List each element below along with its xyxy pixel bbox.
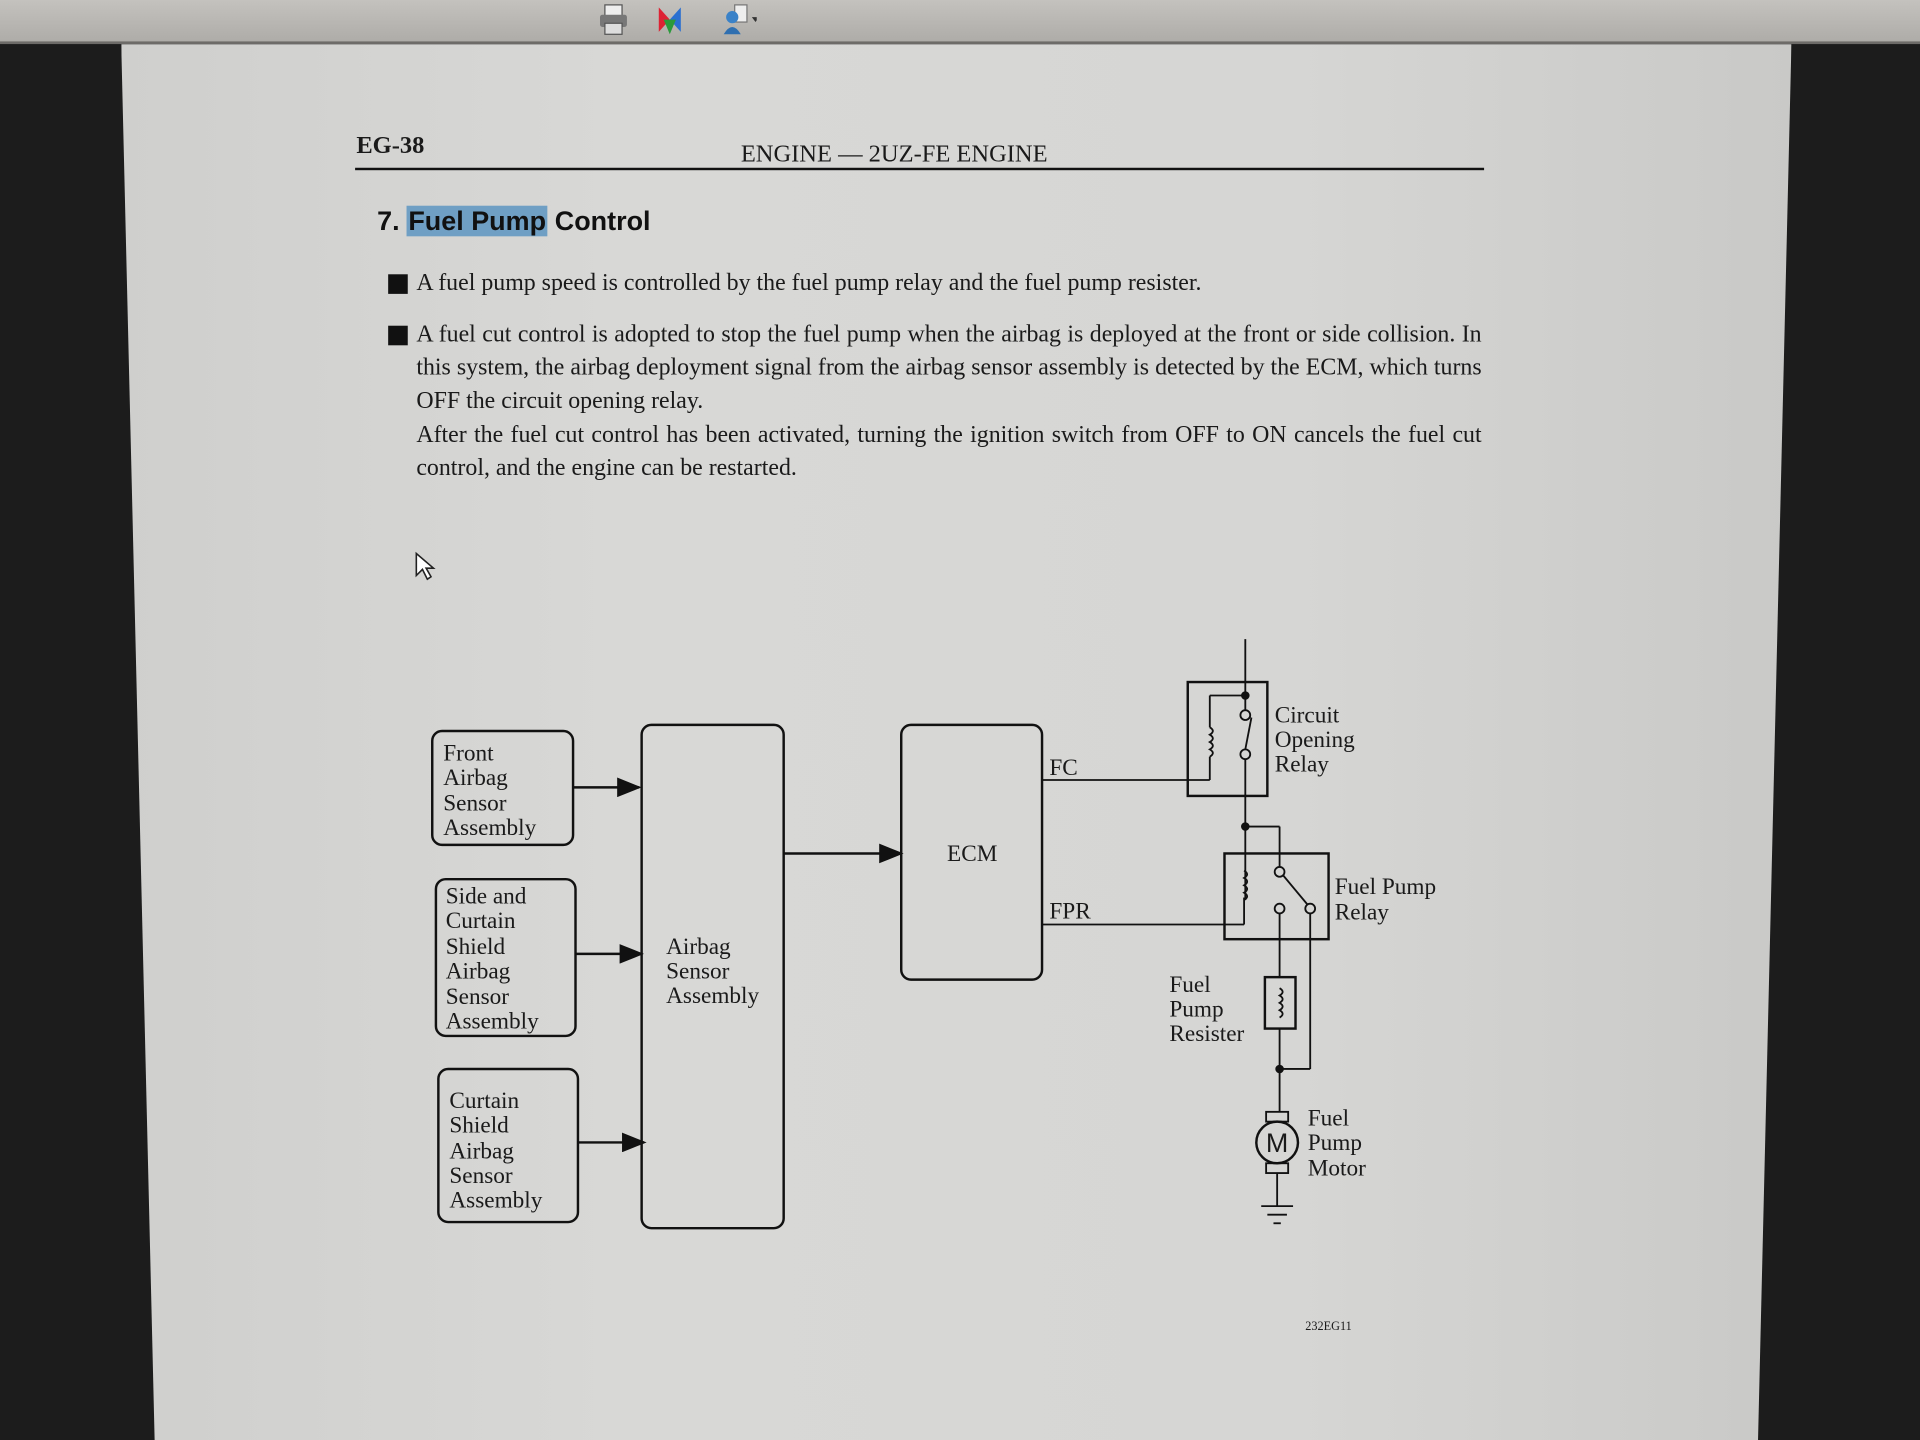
fuel-pump-resister-label: Fuel Pump Resister — [1169, 972, 1244, 1047]
label-line: Airbag — [666, 934, 731, 960]
section-heading: 7. Fuel Pump Control — [377, 205, 651, 238]
collaborate-icon[interactable] — [651, 2, 688, 36]
header-rule — [355, 167, 1485, 171]
fuel-pump-relay-label: Fuel Pump Relay — [1335, 874, 1436, 926]
label-line: Airbag — [446, 958, 511, 984]
label-line: Fuel — [1308, 1105, 1349, 1131]
resister-box — [1263, 975, 1297, 1030]
label-line: Circuit — [1275, 702, 1340, 728]
label-line: Assembly — [443, 815, 536, 841]
label-line: Resister — [1169, 1021, 1244, 1047]
junction-dots — [1241, 691, 1284, 1074]
bullet-text: A fuel cut control is adopted to stop th… — [416, 322, 1482, 415]
front-sensor-label: Front Airbag Sensor Assembly — [443, 740, 536, 841]
label-line: Motor — [1308, 1156, 1366, 1182]
mouse-cursor-icon — [415, 551, 436, 581]
label-line: Pump — [1308, 1130, 1362, 1156]
label-line: Curtain — [446, 908, 516, 934]
label-line: Relay — [1275, 751, 1330, 777]
printer-icon[interactable] — [595, 2, 632, 36]
label-line: Pump — [1169, 996, 1223, 1022]
highlighted-text[interactable]: Fuel Pump — [407, 205, 548, 237]
label-line: Fuel Pump — [1335, 874, 1436, 900]
label-line: Shield — [446, 934, 506, 960]
label-line: Airbag — [443, 765, 508, 791]
curtain-sensor-box — [437, 1067, 580, 1224]
bullet-square-icon — [388, 325, 408, 346]
label-line: Fuel — [1169, 972, 1210, 998]
side-sensor-box — [434, 877, 577, 1038]
label-line: Opening — [1275, 727, 1355, 753]
label-line: Front — [443, 740, 494, 766]
side-sensor-label: Side and Curtain Shield Airbag Sensor As… — [446, 884, 539, 1035]
label-line: Airbag — [449, 1138, 514, 1164]
share-device-icon[interactable] — [720, 2, 757, 36]
label-line: Sensor — [449, 1163, 513, 1189]
label-line: Sensor — [446, 984, 510, 1010]
label-line: Side and — [446, 884, 527, 910]
label-line: Relay — [1335, 900, 1390, 926]
label-line: Sensor — [666, 958, 730, 984]
fpr-label: FPR — [1049, 898, 1091, 924]
fuel-pump-relay-box — [1223, 852, 1330, 941]
running-title: ENGINE — 2UZ-FE ENGINE — [740, 140, 1048, 168]
viewer-toolbar — [0, 0, 1920, 45]
bullet-paragraph-2: A fuel cut control is adopted to stop th… — [416, 318, 1481, 485]
curtain-sensor-label: Curtain Shield Airbag Sensor Assembly — [449, 1088, 542, 1213]
coil-icon — [1208, 726, 1284, 1019]
bullet-paragraph-1: A fuel pump speed is controlled by the f… — [416, 267, 1481, 300]
label-line: Assembly — [666, 983, 759, 1009]
figure-code: 232EG11 — [1305, 1319, 1351, 1333]
page-number: EG-38 — [356, 132, 425, 160]
label-line: Assembly — [449, 1187, 542, 1213]
switch-icon — [1239, 709, 1317, 915]
ecm-label: ECM — [947, 841, 997, 867]
label-line: Curtain — [449, 1088, 519, 1114]
label-line: Sensor — [443, 791, 507, 817]
label-line: Shield — [449, 1113, 509, 1139]
bullet-text: A fuel pump speed is controlled by the f… — [416, 270, 1202, 297]
section-number: 7. — [377, 205, 400, 237]
motor-icon — [1255, 1110, 1300, 1174]
circuit-opening-relay-box — [1186, 680, 1269, 798]
airbag-sensor-label: Airbag Sensor Assembly — [666, 934, 759, 1009]
section-title-rest: Control — [554, 205, 651, 237]
circuit-opening-relay-label: Circuit Opening Relay — [1275, 702, 1355, 777]
bullet-square-icon — [388, 274, 408, 294]
fc-label: FC — [1049, 755, 1077, 781]
bullet-text: After the fuel cut control has been acti… — [416, 421, 1482, 481]
motor-symbol: M — [1266, 1128, 1288, 1158]
airbag-sensor-box — [640, 723, 785, 1230]
label-line: Assembly — [446, 1009, 539, 1035]
fuel-pump-motor-label: Fuel Pump Motor — [1308, 1105, 1366, 1181]
